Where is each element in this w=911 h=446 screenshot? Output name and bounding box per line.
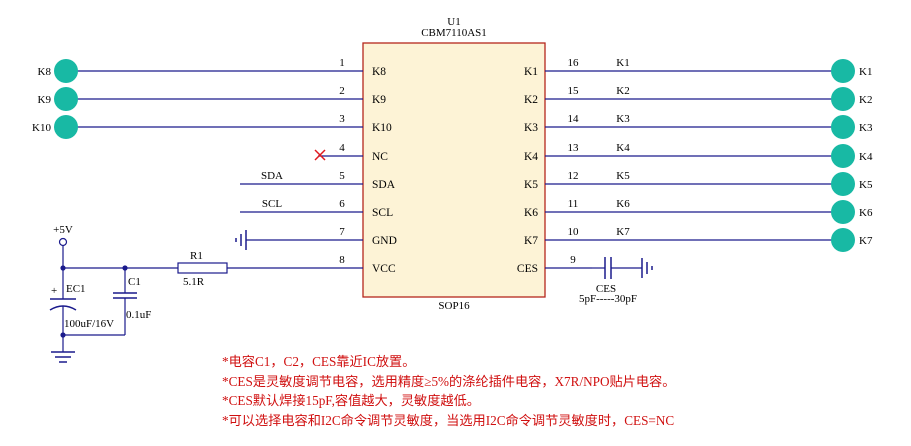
capacitor-value: 5pF-----30pF <box>579 293 637 305</box>
touch-pad <box>831 228 855 252</box>
pin-number: 4 <box>339 142 345 154</box>
pin-number: 11 <box>568 198 579 210</box>
pin-name: K5 <box>524 179 538 191</box>
pin-number: 6 <box>339 198 345 210</box>
pin-number: 8 <box>339 254 345 266</box>
capacitor-value: 100uF/16V <box>64 318 114 330</box>
pin-name: K3 <box>524 122 538 134</box>
pad-label: K8 <box>38 66 52 78</box>
junction-dot <box>60 332 66 338</box>
resistor-value: 5.1R <box>183 276 205 288</box>
polarity-mark: + <box>51 285 57 297</box>
pin-number: 5 <box>339 170 345 182</box>
pin-name: SDA <box>372 179 396 191</box>
pin-number: 14 <box>568 113 580 125</box>
pin-name: K4 <box>524 151 538 163</box>
pin-number: 3 <box>339 113 345 125</box>
touch-pad <box>831 200 855 224</box>
touch-pad <box>831 59 855 83</box>
pad-label: K2 <box>859 94 872 106</box>
pin-name: SCL <box>372 207 393 219</box>
design-notes: *电容C1，C2，CES靠近IC放置。 *CES是灵敏度调节电容，选用精度≥5%… <box>222 352 675 430</box>
chip-ref: U1 <box>447 16 460 28</box>
pin-number: 9 <box>570 254 576 266</box>
capacitor-value: 0.1uF <box>126 309 151 321</box>
touch-pad <box>54 115 78 139</box>
net-label: K5 <box>616 170 630 182</box>
touch-pad <box>54 87 78 111</box>
net-label: SCL <box>262 198 282 210</box>
net-label: K4 <box>616 142 630 154</box>
pin-name: NC <box>372 151 388 163</box>
net-label: K7 <box>616 226 630 238</box>
touch-pad <box>831 115 855 139</box>
note-line: *CES默认焊接15pF,容值越大，灵敏度越低。 <box>222 393 480 408</box>
power-terminal <box>58 237 68 247</box>
chip-part-number: CBM7110AS1 <box>421 27 487 39</box>
pin-name: K6 <box>524 207 538 219</box>
pad-label: K3 <box>859 122 873 134</box>
resistor-ref: R1 <box>190 250 203 262</box>
capacitor-ref: EC1 <box>66 283 86 295</box>
pin-name: K1 <box>524 66 538 78</box>
capacitor-ref: CES <box>596 283 616 295</box>
pin-number: 2 <box>339 85 345 97</box>
pin-name: K10 <box>372 122 392 134</box>
pin-number: 1 <box>339 57 345 69</box>
pin-number: 13 <box>568 142 580 154</box>
net-label: K1 <box>616 57 629 69</box>
pin-name: K8 <box>372 66 386 78</box>
chip-package: SOP16 <box>438 300 470 312</box>
pin-name: K2 <box>524 94 538 106</box>
note-line: *可以选择电容和I2C命令调节灵敏度，当选用I2C命令调节灵敏度时，CES=NC <box>222 412 675 428</box>
pin-number: 10 <box>568 226 580 238</box>
pin-name: K9 <box>372 94 386 106</box>
pin-name: GND <box>372 235 397 247</box>
pad-label: K7 <box>859 235 873 247</box>
pin-number: 16 <box>568 57 580 69</box>
pad-label: K10 <box>32 122 51 134</box>
pin-number: 15 <box>568 85 580 97</box>
pad-label: K5 <box>859 179 873 191</box>
net-label: K2 <box>616 85 629 97</box>
pad-label: K4 <box>859 151 873 163</box>
nc-mark <box>314 149 326 161</box>
capacitor-ref: C1 <box>128 276 141 288</box>
note-line: *电容C1，C2，CES靠近IC放置。 <box>222 354 416 369</box>
pin-name: CES <box>517 263 538 275</box>
touch-pad <box>54 59 78 83</box>
pin-number: 12 <box>568 170 579 182</box>
pad-label: K9 <box>38 94 52 106</box>
net-label: SDA <box>261 170 283 182</box>
net-label: K6 <box>616 198 630 210</box>
pin-name: K7 <box>524 235 538 247</box>
touch-pad <box>831 87 855 111</box>
power-label: +5V <box>53 224 73 236</box>
pad-label: K6 <box>859 207 873 219</box>
pin-number: 7 <box>339 226 345 238</box>
resistor-r1 <box>177 262 228 274</box>
touch-pad <box>831 172 855 196</box>
note-line: *CES是灵敏度调节电容，选用精度≥5%的涤纶插件电容，X7R/NPO贴片电容。 <box>222 373 676 389</box>
pin-name: VCC <box>372 263 396 275</box>
pad-label: K1 <box>859 66 872 78</box>
net-label: K3 <box>616 113 630 125</box>
touch-pad <box>831 144 855 168</box>
chip-body <box>362 42 546 298</box>
